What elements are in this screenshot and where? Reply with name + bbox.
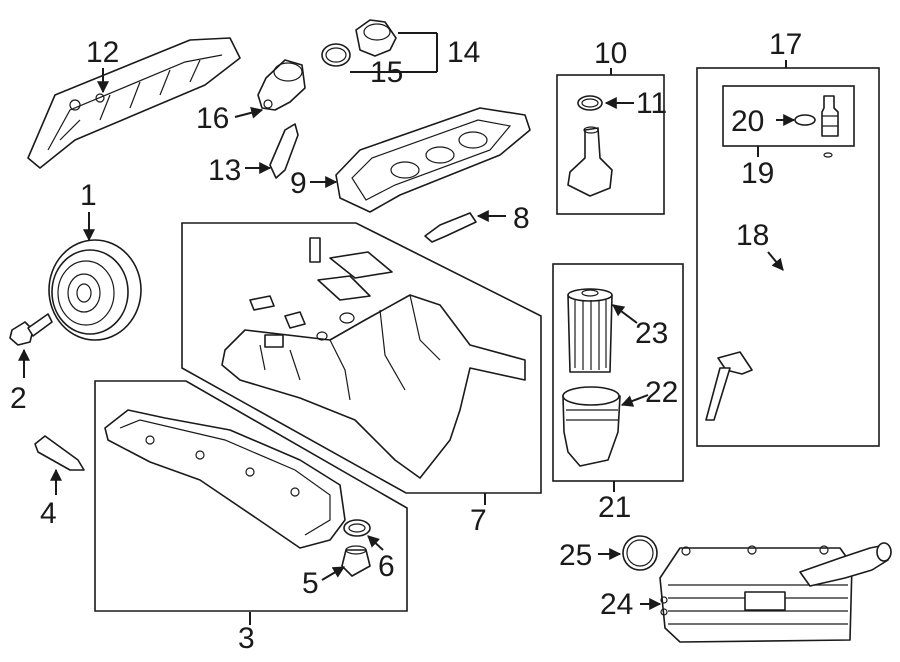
- callout-10: 10: [594, 37, 627, 70]
- group-19-frame: [722, 85, 855, 147]
- part-14-cap: [355, 19, 397, 57]
- callout-24: 24: [600, 588, 633, 621]
- part-19-dipstick-handle: [821, 95, 839, 137]
- leader-5: [321, 566, 346, 581]
- callout-18: 18: [736, 219, 769, 252]
- part-3-oil-pan: [104, 409, 346, 549]
- callout-9: 9: [290, 167, 307, 200]
- part-22-filter-housing: [562, 386, 621, 467]
- callout-3: 3: [238, 622, 255, 655]
- group-3-frame: [94, 380, 408, 612]
- callout-8: 8: [513, 202, 530, 235]
- leader-6: [367, 535, 384, 551]
- callout-14: 14: [447, 36, 480, 69]
- callout-16: 16: [196, 102, 229, 135]
- part-5-drain-plug: [341, 545, 371, 577]
- part-18-dipstick-tube: [705, 152, 833, 421]
- group-7-frame: [181, 222, 542, 494]
- group-21-frame: [552, 263, 684, 482]
- callout-11: 11: [636, 87, 667, 120]
- callout-13: 13: [208, 154, 241, 187]
- part-20-o-ring: [794, 114, 816, 126]
- callout-20: 20: [731, 105, 764, 138]
- leader-22: [620, 394, 649, 407]
- part-16-filler-neck: [257, 59, 306, 111]
- callout-1: 1: [80, 179, 97, 212]
- part-23-filter-element: [567, 288, 613, 373]
- callout-6: 6: [378, 550, 395, 583]
- part-13-sealant-tube: [269, 123, 299, 179]
- part-7-housing: [221, 237, 526, 479]
- callout-4: 4: [40, 497, 57, 530]
- part-10-adapter: [567, 126, 613, 197]
- part-9-gasket: [335, 107, 531, 213]
- part-2-bolt: [9, 313, 53, 346]
- callout-23: 23: [635, 317, 668, 350]
- callout-19: 19: [741, 157, 774, 190]
- leader-16: [234, 106, 264, 119]
- callout-12: 12: [86, 36, 119, 69]
- group-17-frame: [696, 67, 880, 447]
- callout-21: 21: [598, 491, 631, 524]
- part-8-sealant-tube: [424, 212, 477, 243]
- callout-25: 25: [559, 539, 592, 572]
- callout-7: 7: [470, 504, 487, 537]
- part-1-pulley: [48, 239, 142, 341]
- callout-2: 2: [10, 382, 27, 415]
- part-25-seal: [622, 535, 658, 571]
- leader-14-bracket: [350, 32, 438, 73]
- leader-23: [612, 304, 638, 324]
- callout-17: 17: [769, 28, 802, 61]
- part-11-o-ring: [577, 95, 603, 111]
- part-4-sealant-tube: [34, 435, 85, 471]
- part-24-oil-cooler: [659, 542, 892, 643]
- leader-18: [767, 251, 784, 271]
- part-12-valve-cover: [27, 37, 241, 169]
- part-6-washer: [343, 519, 371, 537]
- callout-5: 5: [302, 567, 319, 600]
- callout-22: 22: [645, 376, 678, 409]
